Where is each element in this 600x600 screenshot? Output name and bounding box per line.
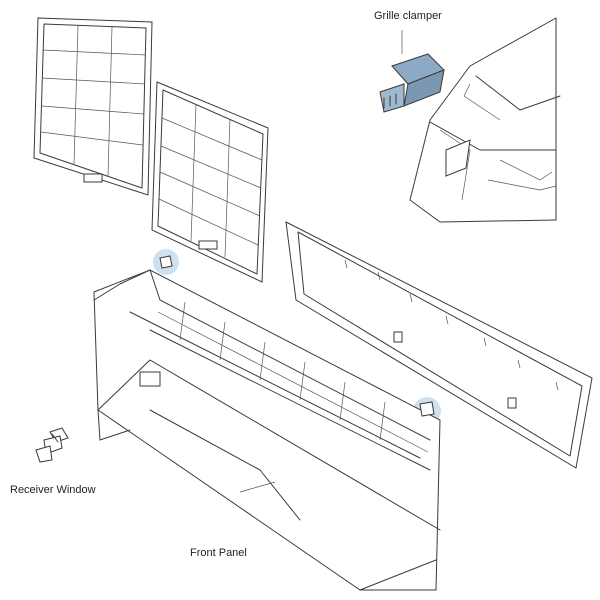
air-filter-left	[33, 17, 153, 196]
grille-clamper-label: Grille clamper	[374, 10, 442, 22]
grille-clamper-part	[379, 53, 445, 113]
indoor-unit-chassis	[93, 249, 441, 591]
receiver-window-part	[35, 427, 69, 463]
receiver-window-label: Receiver Window	[10, 484, 96, 496]
front-panel-label: Front Panel	[190, 547, 247, 559]
front-panel-part	[285, 221, 593, 469]
grille-clamper-detail-view	[409, 17, 561, 223]
air-filter-right	[151, 81, 269, 283]
